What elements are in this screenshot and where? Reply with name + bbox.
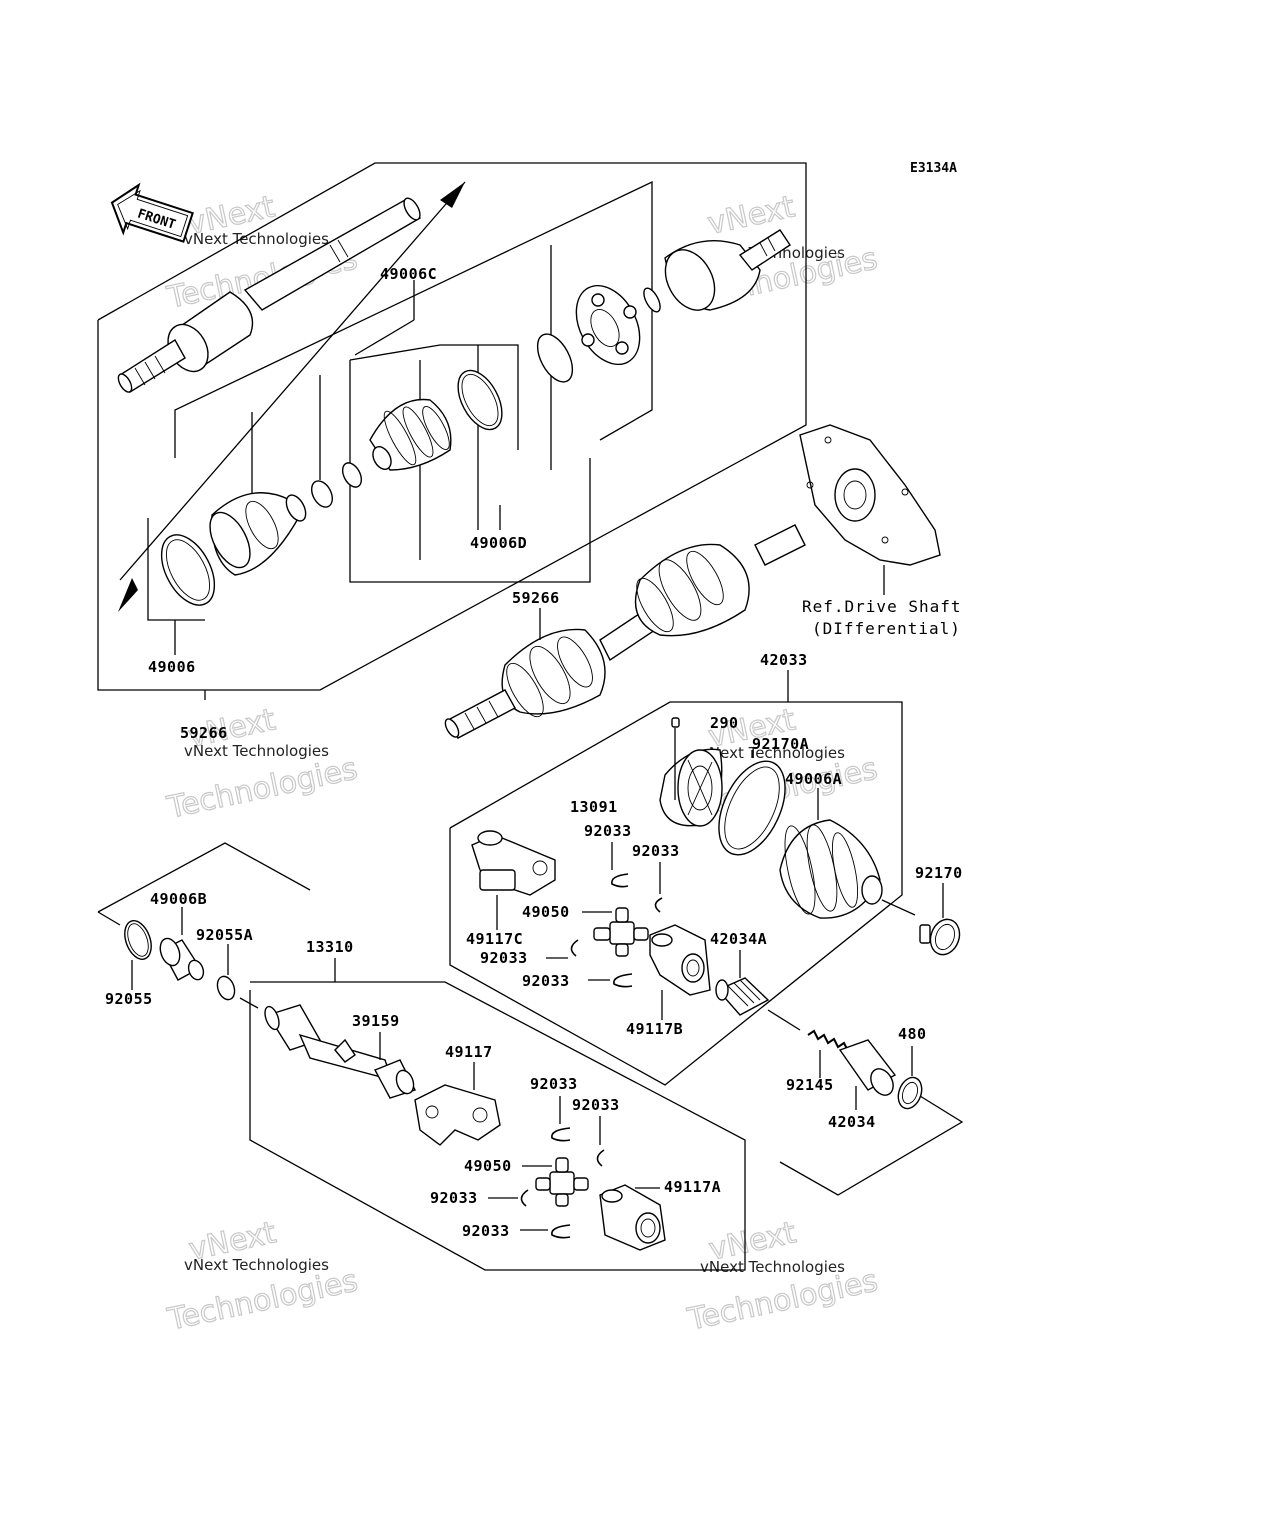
label-49006A: 49006A — [785, 770, 842, 788]
boot-49006C — [369, 333, 574, 471]
label-92055A: 92055A — [196, 926, 253, 944]
label-92033-h: 92033 — [462, 1222, 510, 1240]
housing-13091 — [659, 717, 723, 827]
label-92033-c: 92033 — [480, 949, 528, 967]
differential-housing — [799, 424, 941, 595]
label-49050-upper: 49050 — [522, 903, 570, 921]
label-49050-lower: 49050 — [464, 1157, 512, 1175]
yoke-49117C — [471, 830, 556, 930]
part-labels: 49006C 49006D 49006 59266 59266 Ref.Driv… — [105, 265, 963, 1240]
sleeve-42034 — [838, 1039, 897, 1110]
watermark-small: vNext Technologies — [184, 742, 329, 760]
clamp-92170 — [919, 883, 961, 956]
label-92033-f: 92033 — [572, 1096, 620, 1114]
boot-49006 — [160, 462, 363, 606]
label-49006D: 49006D — [470, 534, 527, 552]
circlip-480 — [897, 1046, 923, 1110]
spring-92145 — [807, 1029, 849, 1078]
boot-49006A — [779, 788, 916, 919]
label-42033: 42033 — [760, 651, 808, 669]
cross-49050-lower — [522, 1157, 589, 1207]
watermark-big-top: vNext — [705, 189, 798, 242]
label-92033-d: 92033 — [522, 972, 570, 990]
reference-line2: (DIfferential) — [812, 619, 961, 638]
label-49006B: 49006B — [150, 890, 207, 908]
label-49117: 49117 — [445, 1043, 493, 1061]
clip-set-lower — [488, 1096, 605, 1239]
band-92170A — [718, 750, 786, 856]
label-92170A: 92170A — [752, 735, 809, 753]
label-59266-shaft: 59266 — [512, 589, 560, 607]
label-49006C: 49006C — [380, 265, 437, 283]
label-42034: 42034 — [828, 1113, 876, 1131]
shaft-39159 — [264, 1004, 416, 1099]
watermark-small: vNext Technologies — [184, 230, 329, 248]
bracket-lower-right — [779, 1095, 964, 1196]
label-49117C: 49117C — [466, 930, 523, 948]
yoke-49117B — [649, 924, 711, 1020]
cross-49050-upper — [582, 907, 649, 957]
reference-line1: Ref.Drive Shaft — [802, 597, 962, 616]
spline-42034A — [715, 950, 801, 1031]
label-13091: 13091 — [570, 798, 618, 816]
label-49117B: 49117B — [626, 1020, 683, 1038]
label-92033-e: 92033 — [530, 1075, 578, 1093]
label-92170: 92170 — [915, 864, 963, 882]
label-59266-assembly: 59266 — [180, 724, 228, 742]
front-arrow: FRONT — [110, 182, 194, 243]
watermark-big-bottom: Technologies — [164, 751, 361, 826]
label-13310: 13310 — [306, 938, 354, 956]
watermark-small: vNext Technologies — [700, 744, 845, 762]
cv-joint-inner — [575, 229, 791, 366]
assembly-42033-outline — [449, 670, 903, 1086]
label-92055: 92055 — [105, 990, 153, 1008]
label-49006: 49006 — [148, 658, 196, 676]
yoke-49117 — [414, 1062, 501, 1146]
assembly-13310-outline — [249, 958, 746, 1271]
label-92033-b: 92033 — [632, 842, 680, 860]
axle-shaft-upper — [117, 197, 422, 393]
diagram-code: E3134A — [910, 161, 957, 176]
watermark-small: vNext Technologies — [700, 1258, 845, 1276]
label-49117A: 49117A — [664, 1178, 721, 1196]
label-92033-a: 92033 — [584, 822, 632, 840]
label-480: 480 — [898, 1025, 927, 1043]
watermark-small: vNext Technologies — [184, 1256, 329, 1274]
clip-set-upper — [546, 842, 663, 988]
label-42034A: 42034A — [710, 930, 767, 948]
label-39159: 39159 — [352, 1012, 400, 1030]
watermark-big-bottom: Technologies — [164, 1263, 361, 1338]
axle-shaft-middle — [444, 524, 806, 739]
label-92033-g: 92033 — [430, 1189, 478, 1207]
yoke-49117A — [599, 1184, 666, 1251]
label-92145: 92145 — [786, 1076, 834, 1094]
label-290: 290 — [710, 714, 739, 732]
assembly-59266-outline — [97, 162, 807, 700]
group-49006B — [97, 842, 311, 1009]
